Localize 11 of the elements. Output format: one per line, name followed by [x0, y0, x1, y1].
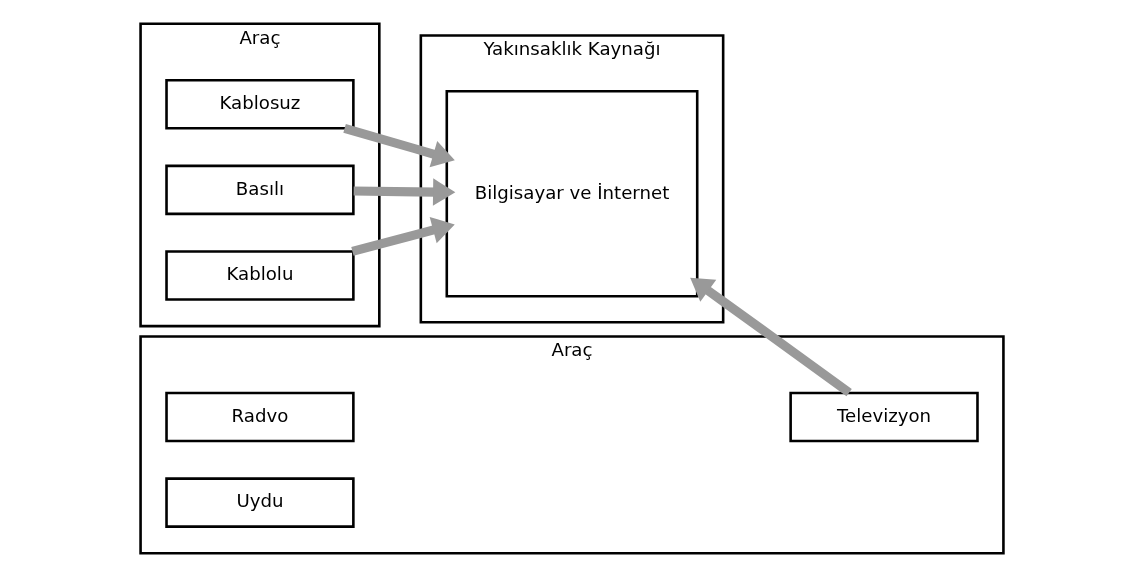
arrow — [342, 124, 455, 168]
node-box: Uydu — [164, 477, 355, 528]
arrow — [689, 277, 852, 397]
node-box: Kablosuz — [164, 78, 355, 130]
arrow — [350, 216, 455, 256]
node-box: Kablolu — [164, 250, 355, 301]
node-box: Basılı — [164, 164, 355, 216]
node-box: Radvo — [164, 391, 355, 443]
node-box: Bilgisayar ve İnternet — [445, 90, 698, 298]
arrow — [353, 178, 455, 206]
node-box: Televizyon — [788, 391, 979, 443]
